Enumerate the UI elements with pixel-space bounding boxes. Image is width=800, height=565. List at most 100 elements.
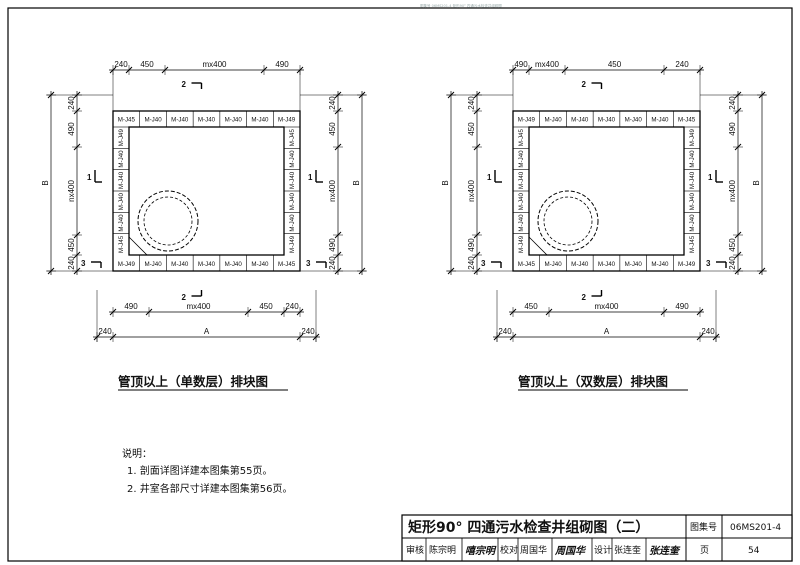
bottom-dim-label: 490 [675, 302, 689, 311]
block-label: M-J40 [289, 150, 296, 168]
bottom-dim-label: mx400 [186, 302, 211, 311]
block-label: M-J45 [118, 117, 136, 124]
block-label: M-J40 [118, 171, 125, 189]
left-dim-label: nx400 [467, 180, 476, 202]
block-label: M-J49 [118, 261, 136, 268]
right-dim-label: 240 [728, 96, 737, 110]
top-dim-label: 490 [514, 60, 528, 69]
block-label: M-J40 [518, 193, 525, 211]
section-mark-top: 2 [582, 80, 587, 89]
block-label: M-J49 [678, 261, 696, 268]
section-mark-top: 2 [182, 80, 187, 89]
block-label: M-J49 [278, 117, 296, 124]
top-dim-label: 240 [675, 60, 689, 69]
top-dim-label: mx400 [202, 60, 227, 69]
left-overall-dim-label: B [441, 180, 450, 185]
bottom-dim-label: 240 [285, 302, 299, 311]
block-label: M-J45 [118, 235, 125, 253]
wall-outer [512, 110, 701, 272]
block-label: M-J40 [118, 150, 125, 168]
block-label: M-J40 [118, 214, 125, 232]
left-dim-label: nx400 [67, 180, 76, 202]
block-label: M-J40 [198, 117, 216, 124]
block-label: M-J40 [689, 150, 696, 168]
left-dim-label: 240 [67, 256, 76, 270]
block-label: M-J40 [689, 171, 696, 189]
corner-diagonal [528, 236, 548, 256]
right-dim-label: 450 [728, 238, 737, 252]
block-label: M-J40 [598, 261, 616, 268]
block-label: M-J49 [518, 117, 536, 124]
right-dim-label: nx400 [728, 180, 737, 202]
block-label: M-J40 [571, 261, 589, 268]
block-label: M-J40 [689, 214, 696, 232]
pipe-bore-dashed [143, 196, 193, 246]
notes-heading: 说明： [122, 447, 152, 460]
wall-outer [112, 110, 301, 272]
wall-inner [128, 126, 285, 256]
note-item-2: 2. 井室各部尺寸详建本图集第56页。 [127, 482, 292, 495]
block-label: M-J40 [651, 117, 669, 124]
design-name: 张连奎 [614, 544, 641, 556]
right-dim-label: nx400 [328, 180, 337, 202]
block-label: M-J45 [689, 235, 696, 253]
bottom-dim-label: 490 [124, 302, 138, 311]
top-dim-label: 450 [140, 60, 154, 69]
check-name: 周国华 [520, 544, 547, 556]
block-label: M-J45 [678, 117, 696, 124]
section-mark-3-right: 3 [306, 259, 311, 268]
header-fragment: 图集号 06MS201-4 矩形90° 四通污水检查井组砌图 [420, 3, 502, 8]
left-overall-dim-label: B [41, 180, 50, 185]
block-label: M-J45 [289, 129, 296, 147]
right-dim-label: 450 [328, 122, 337, 136]
block-label: M-J40 [625, 261, 643, 268]
design-label: 设计 [594, 544, 612, 556]
overall-dim-label: 240 [98, 327, 112, 336]
block-label: M-J45 [278, 261, 296, 268]
review-label: 审核 [406, 544, 424, 556]
bottom-dim-label: mx400 [594, 302, 619, 311]
block-label: M-J40 [571, 117, 589, 124]
right-overall-dim-label: B [352, 180, 361, 185]
top-dim-label: 490 [275, 60, 289, 69]
sheet-frame [7, 7, 793, 562]
block-label: M-J45 [518, 261, 536, 268]
left-dim-label: 450 [467, 122, 476, 136]
block-label: M-J40 [518, 171, 525, 189]
page-number: 54 [748, 546, 760, 556]
block-label: M-J40 [251, 261, 269, 268]
block-label: M-J40 [198, 261, 216, 268]
right-dim-label: 490 [328, 238, 337, 252]
right-dim-label: 240 [328, 256, 337, 270]
top-dim-label: 240 [114, 60, 128, 69]
bottom-dim-label: 450 [524, 302, 538, 311]
section-mark-left: 1 [87, 173, 92, 182]
check-label: 校对 [500, 544, 518, 556]
section-mark-bottom: 2 [582, 293, 587, 302]
block-label: M-J49 [689, 129, 696, 147]
section-mark-right: 1 [308, 173, 313, 182]
right-dim-label: 490 [728, 122, 737, 136]
drawing-title: 矩形90° 四通污水检查井组砌图（二） [408, 519, 649, 536]
check-signature: 周国华 [554, 545, 587, 557]
wall-inner [528, 126, 685, 256]
review-name: 陈宗明 [429, 544, 456, 556]
overall-dim-label: A [604, 327, 610, 336]
block-label: M-J40 [625, 117, 643, 124]
page-label: 页 [700, 545, 709, 556]
block-label: M-J45 [518, 129, 525, 147]
block-label: M-J40 [251, 117, 269, 124]
left-dim-label: 240 [467, 96, 476, 110]
right-dim-label: 240 [728, 256, 737, 270]
section-mark-3-right: 3 [706, 259, 711, 268]
block-label: M-J40 [171, 261, 189, 268]
pipe-bore-dashed [543, 196, 593, 246]
right-plan-title: 管顶以上（双数层）排块图 [518, 374, 668, 389]
pipe-outline-dashed [537, 190, 599, 252]
section-mark-3-left: 3 [81, 259, 86, 268]
design-signature: 张连奎 [649, 545, 681, 557]
block-label: M-J40 [171, 117, 189, 124]
